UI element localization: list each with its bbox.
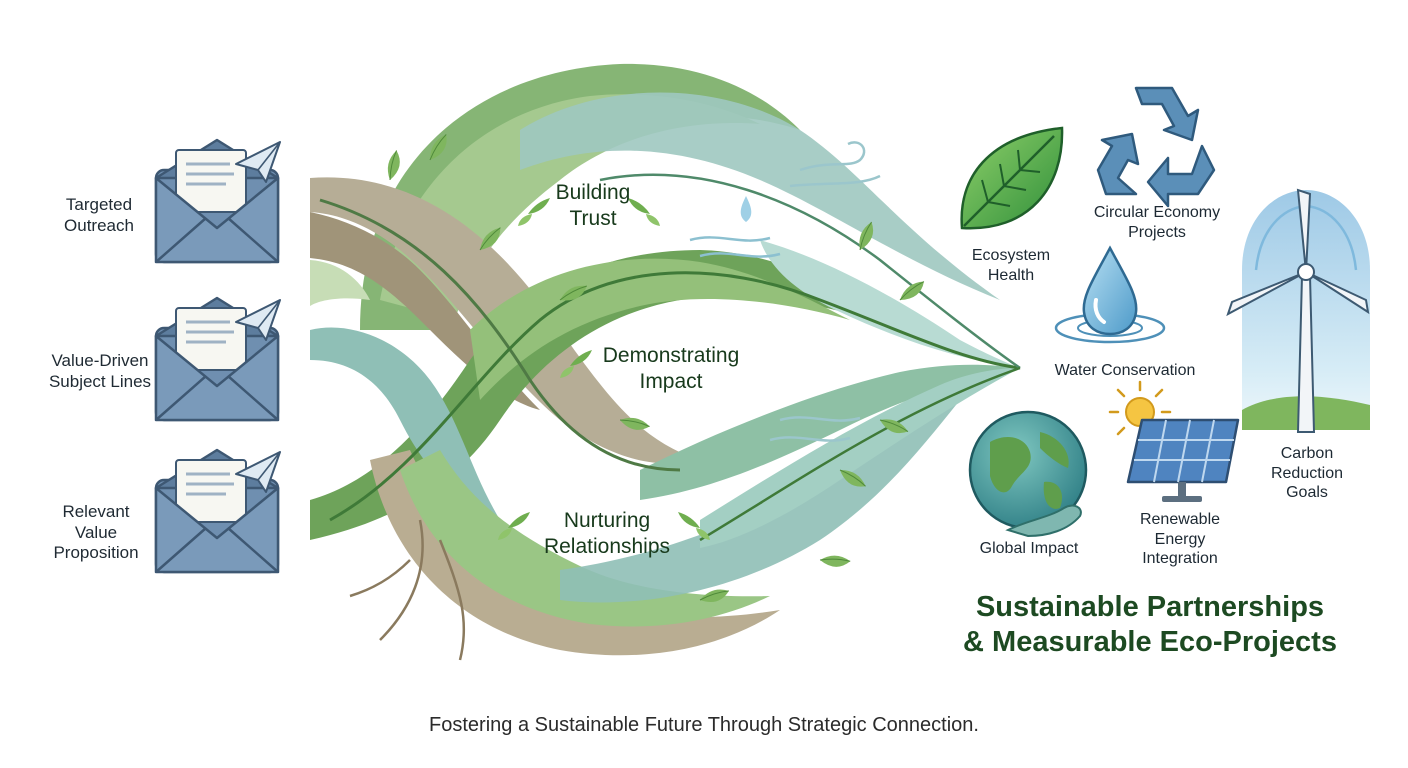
- tagline: Fostering a Sustainable Future Through S…: [429, 714, 979, 736]
- recycle-icon: [1096, 86, 1216, 208]
- outreach-label-value-proposition: Relevant Value Proposition: [53, 502, 139, 563]
- outcome-label-carbon-reduction: Carbon Reduction Goals: [1270, 445, 1344, 502]
- stage-label-building-trust: Building Trust: [555, 181, 631, 230]
- outreach-label-subject-lines: Value-Driven Subject Lines: [48, 351, 152, 391]
- leaf-icon: [960, 126, 1064, 230]
- outcome-label-renewable-energy: Renewable Energy Integration: [1139, 511, 1221, 568]
- globe-icon: [968, 410, 1088, 538]
- outcome-label-water-conservation: Water Conservation: [1054, 362, 1196, 379]
- outreach-label-targeted: Targeted Outreach: [64, 195, 134, 235]
- stage-label-nurturing-relationships: Nurturing Relationships: [543, 509, 671, 558]
- outcome-label-ecosystem-health: Ecosystem Health: [971, 247, 1051, 284]
- solar-panel-icon: [1126, 418, 1240, 502]
- headline: Sustainable Partnerships & Measurable Ec…: [963, 591, 1337, 659]
- water-drop-icon: [1054, 245, 1166, 344]
- outcome-label-circular-economy: Circular Economy Projects: [1093, 204, 1221, 241]
- stage-label-demonstrating-impact: Demonstrating Impact: [602, 344, 740, 393]
- wind-turbine-icon: [1226, 188, 1370, 433]
- outcome-label-global-impact: Global Impact: [979, 540, 1079, 557]
- vine-wreath: [310, 63, 1021, 661]
